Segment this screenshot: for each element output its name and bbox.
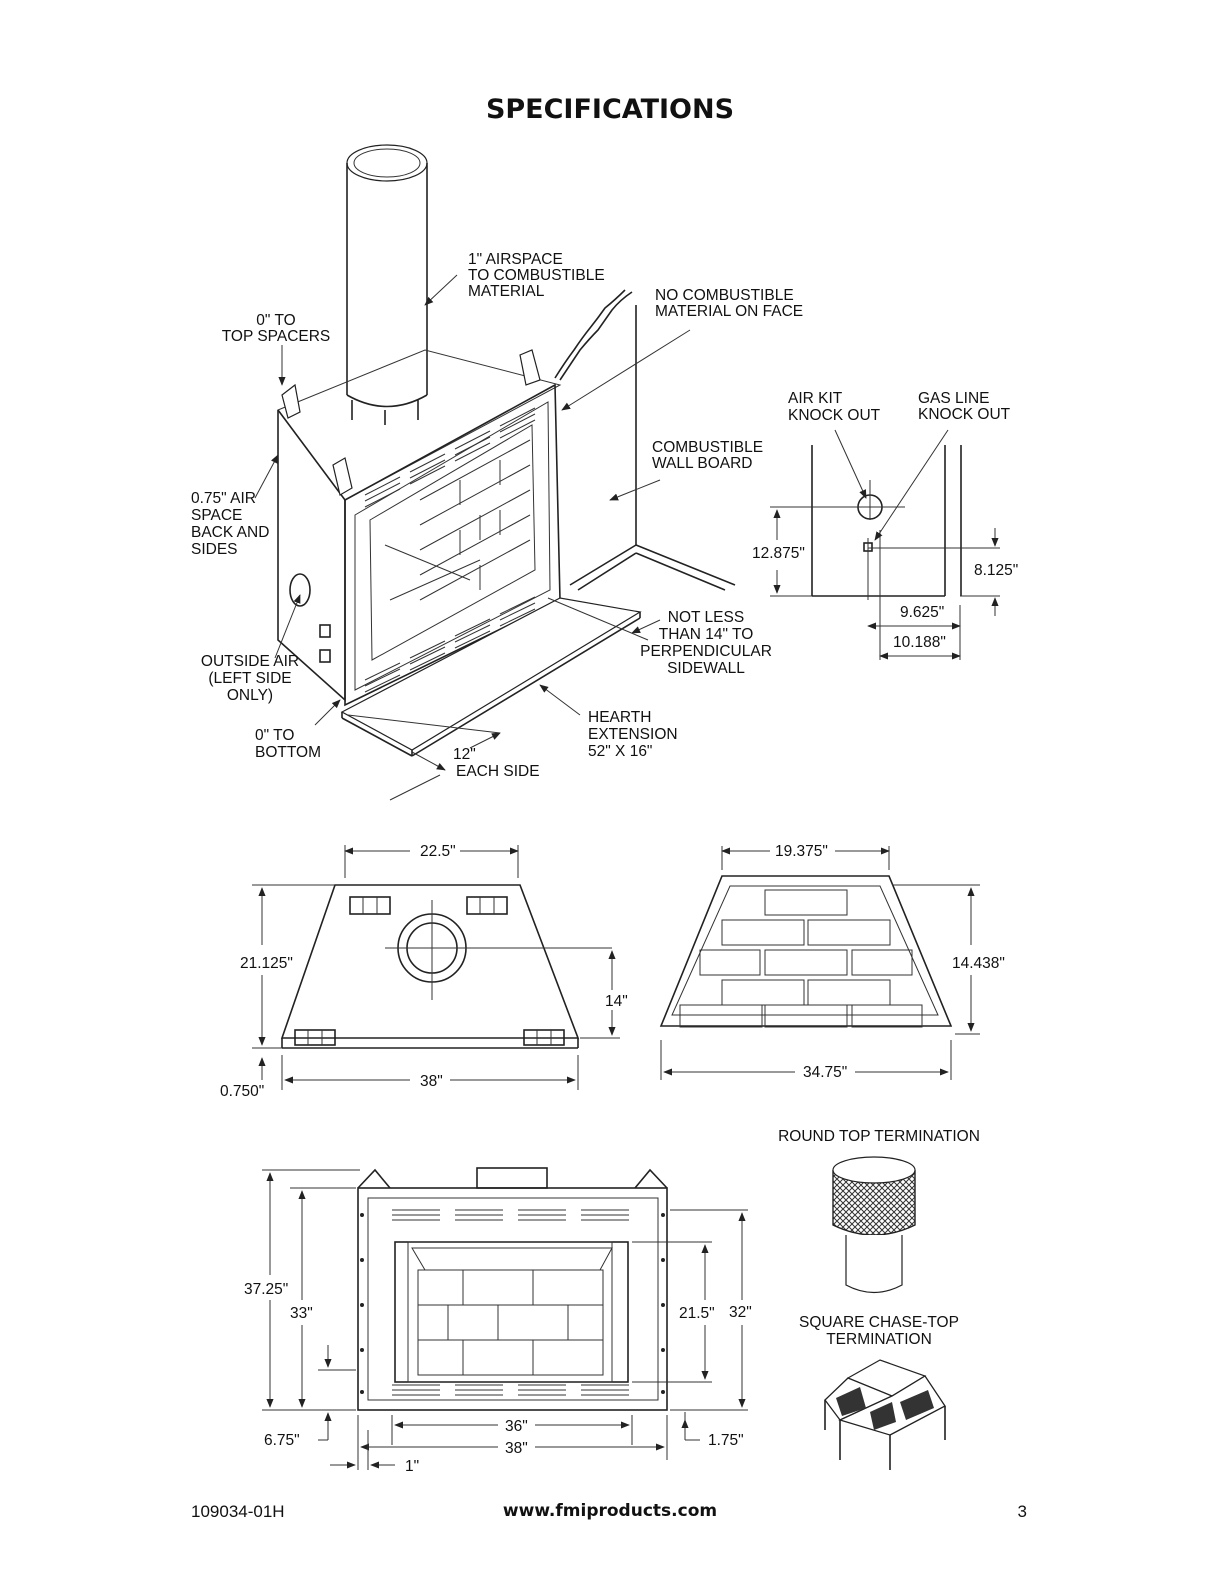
dim-front-total-height: 37.25": [244, 1281, 288, 1298]
label-round-termination: ROUND TOP TERMINATION: [778, 1128, 980, 1145]
label-outside-air-3: ONLY): [227, 687, 273, 704]
dim-front-body-width: 38": [505, 1440, 528, 1457]
dim-knockout-right: 8.125": [974, 562, 1018, 579]
dim-front-face-height: 32": [729, 1304, 752, 1321]
dim-top-width: 22.5": [420, 843, 456, 860]
label-outside-air-1: OUTSIDE AIR: [201, 653, 299, 670]
label-gas-line-1: GAS LINE: [918, 390, 990, 407]
label-each-side-2: EACH SIDE: [456, 763, 540, 780]
combustible-wall: [554, 289, 736, 591]
label-hearth-1: HEARTH: [588, 709, 651, 726]
label-hearth-2: EXTENSION: [588, 726, 678, 743]
label-each-side-1: 12": [453, 746, 476, 763]
label-air-space-4: SIDES: [191, 541, 238, 558]
dim-top-offset: 0.750": [220, 1083, 264, 1100]
label-wall-board-2: WALL BOARD: [652, 455, 753, 472]
label-hearth-3: 52" X 16": [588, 743, 652, 760]
square-chase-top-illustration: [824, 1359, 946, 1470]
label-no-combustible-1: NO COMBUSTIBLE: [655, 287, 794, 304]
dim-front-body-height: 33": [290, 1305, 313, 1322]
knockout-view: AIR KIT KNOCK OUT GAS LINE KNOCK OUT 12.…: [752, 390, 1018, 660]
fireplace-body: [277, 349, 642, 757]
round-top-termination-illustration: [832, 1156, 916, 1294]
firebox-top-view: 19.375" 14.438" 34.75": [659, 843, 1005, 1081]
website-link[interactable]: www.fmiproducts.com: [503, 1501, 717, 1521]
terminations: ROUND TOP TERMINATION SQUARE CHASE-TOP T…: [778, 1128, 980, 1470]
label-square-termination-2: TERMINATION: [826, 1331, 932, 1348]
document-number: 109034-01H: [191, 1502, 285, 1521]
label-airspace-3: MATERIAL: [468, 283, 545, 300]
label-top-spacers-1: 0" TO: [256, 312, 295, 329]
dim-front-side-width: 1.75": [708, 1432, 744, 1449]
label-air-space-2: SPACE: [191, 507, 242, 524]
label-top-spacers-2: TOP SPACERS: [222, 328, 331, 345]
dim-front-base-height: 6.75": [264, 1432, 300, 1449]
dim-knockout-b: 10.188": [893, 634, 946, 651]
label-wall-board-1: COMBUSTIBLE: [652, 439, 763, 456]
dim-top-bottom-width: 38": [420, 1073, 443, 1090]
label-not-less-3: PERPENDICULAR: [640, 643, 772, 660]
dim-front-opening-width: 36": [505, 1418, 528, 1435]
label-bottom-2: BOTTOM: [255, 744, 321, 761]
label-not-less-4: SIDEWALL: [667, 660, 745, 677]
dim-firebox-front: 34.75": [803, 1064, 847, 1081]
label-air-kit-2: KNOCK OUT: [788, 407, 881, 424]
top-view: 22.5" 21.125" 14" 0.750" 38": [220, 843, 628, 1100]
label-gas-line-2: KNOCK OUT: [918, 406, 1011, 423]
dim-front-edge-width: 1": [405, 1458, 419, 1475]
label-square-termination-1: SQUARE CHASE-TOP: [799, 1314, 959, 1331]
label-air-kit-1: AIR KIT: [788, 390, 843, 407]
label-airspace-1: 1" AIRSPACE: [468, 251, 563, 268]
footer: 109034-01H www.fmiproducts.com 3: [191, 1501, 1027, 1521]
dim-firebox-back: 19.375": [775, 843, 828, 860]
label-air-space-3: BACK AND: [191, 524, 269, 541]
label-airspace-2: TO COMBUSTIBLE: [468, 267, 605, 284]
dim-top-depth: 21.125": [240, 955, 293, 972]
page-title: SPECIFICATIONS: [486, 94, 734, 125]
page-number: 3: [1018, 1502, 1027, 1521]
label-not-less-1: NOT LESS: [668, 609, 744, 626]
dim-knockout-a: 9.625": [900, 604, 944, 621]
chimney-pipe: [346, 144, 428, 425]
label-not-less-2: THAN 14" TO: [659, 626, 754, 643]
label-bottom-1: 0" TO: [255, 727, 294, 744]
front-view: 37.25" 33" 6.75" 21.5" 32" 36" 38" 1" 1.…: [244, 1167, 752, 1475]
isometric-fireplace-view: 1" AIRSPACE TO COMBUSTIBLE MATERIAL 0" T…: [191, 144, 803, 801]
dim-firebox-depth: 14.438": [952, 955, 1005, 972]
label-no-combustible-2: MATERIAL ON FACE: [655, 303, 803, 320]
label-air-space-1: 0.75" AIR: [191, 490, 256, 507]
dim-front-opening-height: 21.5": [679, 1305, 715, 1322]
callout-leaders: [254, 274, 691, 801]
label-outside-air-2: (LEFT SIDE: [208, 670, 291, 687]
isometric-labels: 1" AIRSPACE TO COMBUSTIBLE MATERIAL 0" T…: [191, 251, 803, 780]
dim-top-center: 14": [605, 993, 628, 1010]
dim-knockout-left: 12.875": [752, 545, 805, 562]
